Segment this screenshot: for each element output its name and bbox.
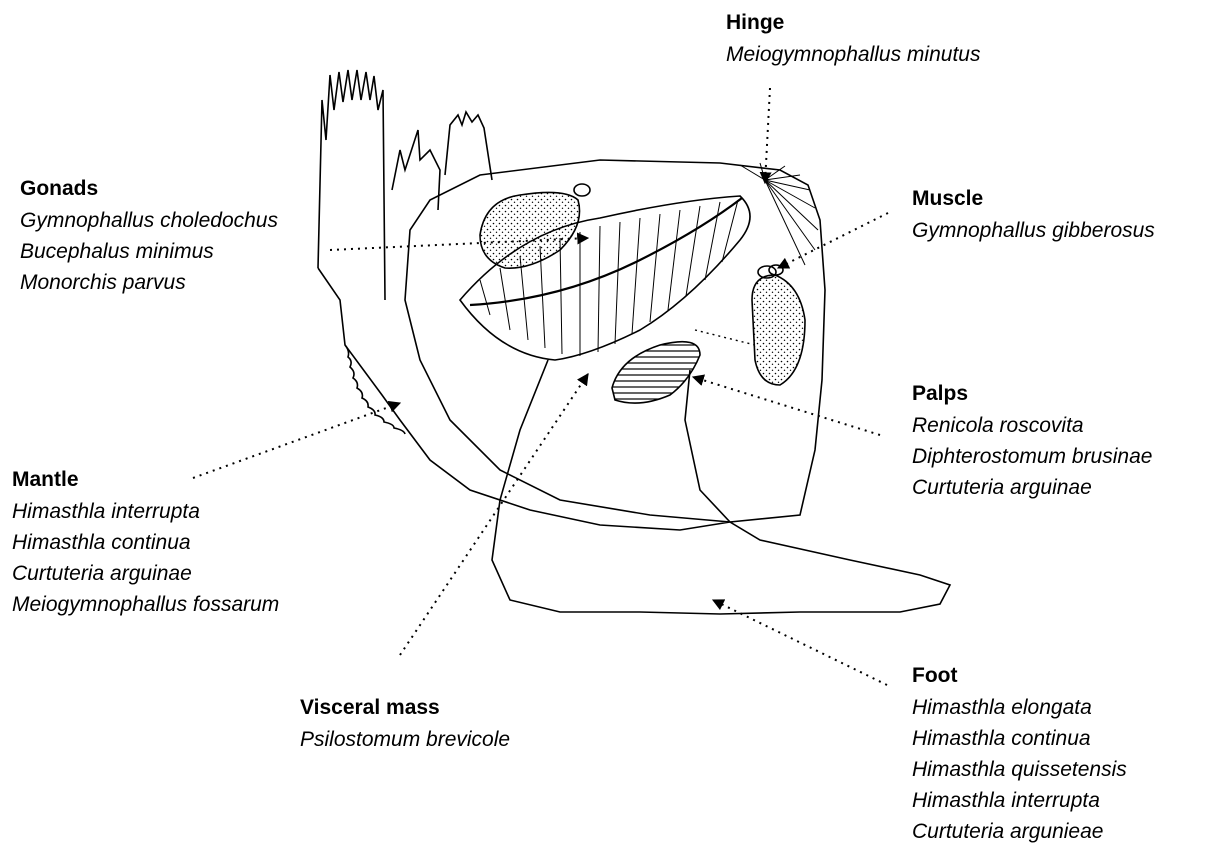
gonads-species: Gymnophallus choledochus: [20, 205, 278, 236]
mantle-title: Mantle: [12, 469, 279, 490]
foot-species: Himasthla elongata: [912, 692, 1127, 723]
mantle-species: Meiogymnophallus fossarum: [12, 589, 279, 620]
foot-title: Foot: [912, 665, 1127, 686]
visceral-title: Visceral mass: [300, 697, 510, 718]
label-muscle: Muscle Gymnophallus gibberosus: [912, 188, 1155, 246]
palps-species: Curtuteria arguinae: [912, 472, 1152, 503]
hinge-fan: [740, 163, 818, 265]
gonad-left-duct: [574, 184, 590, 196]
arrow-palps: [693, 377, 880, 435]
muscle-title: Muscle: [912, 188, 1155, 209]
foot-species: Himasthla continua: [912, 723, 1127, 754]
label-foot: Foot Himasthla elongata Himasthla contin…: [912, 665, 1127, 847]
gonads-species: Monorchis parvus: [20, 267, 278, 298]
siphon-inhalant: [318, 70, 385, 300]
gonads-title: Gonads: [20, 178, 278, 199]
foot-species: Himasthla quissetensis: [912, 754, 1127, 785]
foot-species: Curtuteria argunieae: [912, 816, 1127, 847]
mantle-species: Himasthla continua: [12, 527, 279, 558]
muscle-species: Gymnophallus gibberosus: [912, 215, 1155, 246]
gonads-species: Bucephalus minimus: [20, 236, 278, 267]
arrow-mantle: [193, 403, 400, 478]
hinge-species: Meiogymnophallus minutus: [726, 39, 980, 70]
gonad-right: [752, 275, 805, 385]
hinge-title: Hinge: [726, 12, 980, 33]
foot-species: Himasthla interrupta: [912, 785, 1127, 816]
foot-outline: [492, 360, 950, 614]
label-mantle: Mantle Himasthla interrupta Himasthla co…: [12, 469, 279, 620]
visceral-species: Psilostomum brevicole: [300, 724, 510, 755]
palps-title: Palps: [912, 383, 1152, 404]
label-gonads: Gonads Gymnophallus choledochus Bucephal…: [20, 178, 278, 298]
label-palps: Palps Renicola roscovita Diphterostomum …: [912, 383, 1152, 503]
palps: [612, 342, 700, 403]
arrow-visceral: [400, 374, 588, 655]
label-visceral-mass: Visceral mass Psilostomum brevicole: [300, 697, 510, 755]
palps-species: Renicola roscovita: [912, 410, 1152, 441]
label-hinge: Hinge Meiogymnophallus minutus: [726, 12, 980, 70]
mantle-species: Himasthla interrupta: [12, 496, 279, 527]
mantle-species: Curtuteria arguinae: [12, 558, 279, 589]
siphon-exhalant-tip: [445, 112, 492, 180]
palps-species: Diphterostomum brusinae: [912, 441, 1152, 472]
